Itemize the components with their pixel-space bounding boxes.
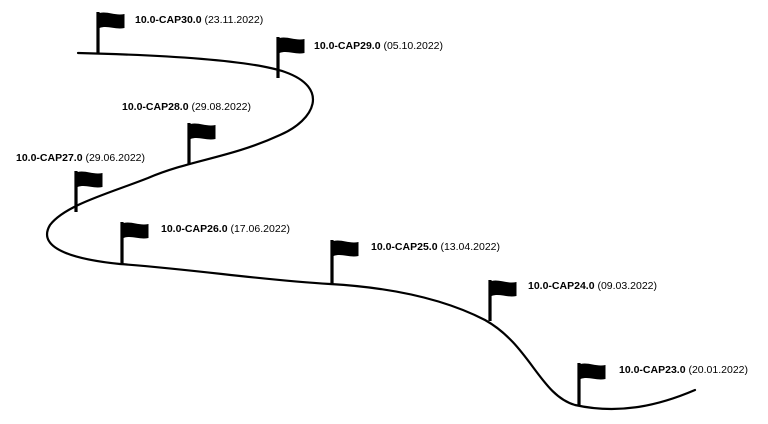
flag-pole bbox=[187, 123, 191, 164]
milestone-3: 10.0-CAP27.0 (29.06.2022) bbox=[16, 152, 145, 212]
milestone-label: 10.0-CAP24.0 (09.03.2022) bbox=[528, 280, 657, 292]
flag-pole bbox=[96, 12, 100, 54]
flag-pole bbox=[488, 280, 492, 321]
milestone-version: 10.0-CAP29.0 bbox=[314, 40, 381, 52]
milestone-version: 10.0-CAP27.0 bbox=[16, 152, 83, 164]
milestone-4: 10.0-CAP26.0 (17.06.2022) bbox=[120, 222, 290, 264]
milestone-date: (23.11.2022) bbox=[202, 14, 264, 26]
milestone-date: (29.08.2022) bbox=[189, 101, 251, 113]
flag-icon bbox=[190, 123, 216, 140]
milestone-2: 10.0-CAP28.0 (29.08.2022) bbox=[122, 101, 251, 164]
milestone-label: 10.0-CAP23.0 (20.01.2022) bbox=[619, 364, 748, 376]
milestone-5: 10.0-CAP25.0 (13.04.2022) bbox=[330, 240, 500, 284]
milestone-version: 10.0-CAP26.0 bbox=[161, 223, 228, 235]
flag-pole bbox=[330, 240, 334, 284]
flag-icon bbox=[77, 171, 103, 188]
flag-icon bbox=[123, 222, 149, 239]
flag-pole bbox=[276, 37, 280, 78]
flag-icon bbox=[279, 37, 305, 54]
milestone-label: 10.0-CAP30.0 (23.11.2022) bbox=[135, 14, 263, 26]
flag-pole bbox=[120, 222, 124, 264]
milestone-label: 10.0-CAP27.0 (29.06.2022) bbox=[16, 152, 145, 164]
milestone-1: 10.0-CAP29.0 (05.10.2022) bbox=[276, 37, 443, 78]
flag-pole bbox=[577, 363, 581, 406]
milestone-6: 10.0-CAP24.0 (09.03.2022) bbox=[488, 280, 657, 321]
milestone-date: (20.01.2022) bbox=[686, 364, 748, 376]
milestone-version: 10.0-CAP30.0 bbox=[135, 14, 202, 26]
milestone-date: (13.04.2022) bbox=[438, 241, 500, 253]
milestone-date: (29.06.2022) bbox=[83, 152, 145, 164]
flag-icon bbox=[491, 280, 517, 297]
milestone-label: 10.0-CAP29.0 (05.10.2022) bbox=[314, 40, 443, 52]
flag-icon bbox=[333, 240, 359, 257]
flag-icon bbox=[99, 12, 125, 29]
timeline-road bbox=[46, 51, 697, 411]
flag-pole bbox=[74, 171, 78, 212]
milestone-7: 10.0-CAP23.0 (20.01.2022) bbox=[577, 363, 748, 406]
milestone-version: 10.0-CAP25.0 bbox=[371, 241, 438, 253]
milestone-version: 10.0-CAP28.0 bbox=[122, 101, 189, 113]
flag-icon bbox=[580, 363, 606, 380]
milestone-label: 10.0-CAP26.0 (17.06.2022) bbox=[161, 223, 290, 235]
milestone-version: 10.0-CAP24.0 bbox=[528, 280, 595, 292]
milestone-label: 10.0-CAP28.0 (29.08.2022) bbox=[122, 101, 251, 113]
milestone-0: 10.0-CAP30.0 (23.11.2022) bbox=[96, 12, 263, 54]
milestone-label: 10.0-CAP25.0 (13.04.2022) bbox=[371, 241, 500, 253]
milestone-date: (05.10.2022) bbox=[381, 40, 443, 52]
milestone-date: (09.03.2022) bbox=[595, 280, 657, 292]
milestone-date: (17.06.2022) bbox=[228, 223, 290, 235]
milestone-version: 10.0-CAP23.0 bbox=[619, 364, 686, 376]
